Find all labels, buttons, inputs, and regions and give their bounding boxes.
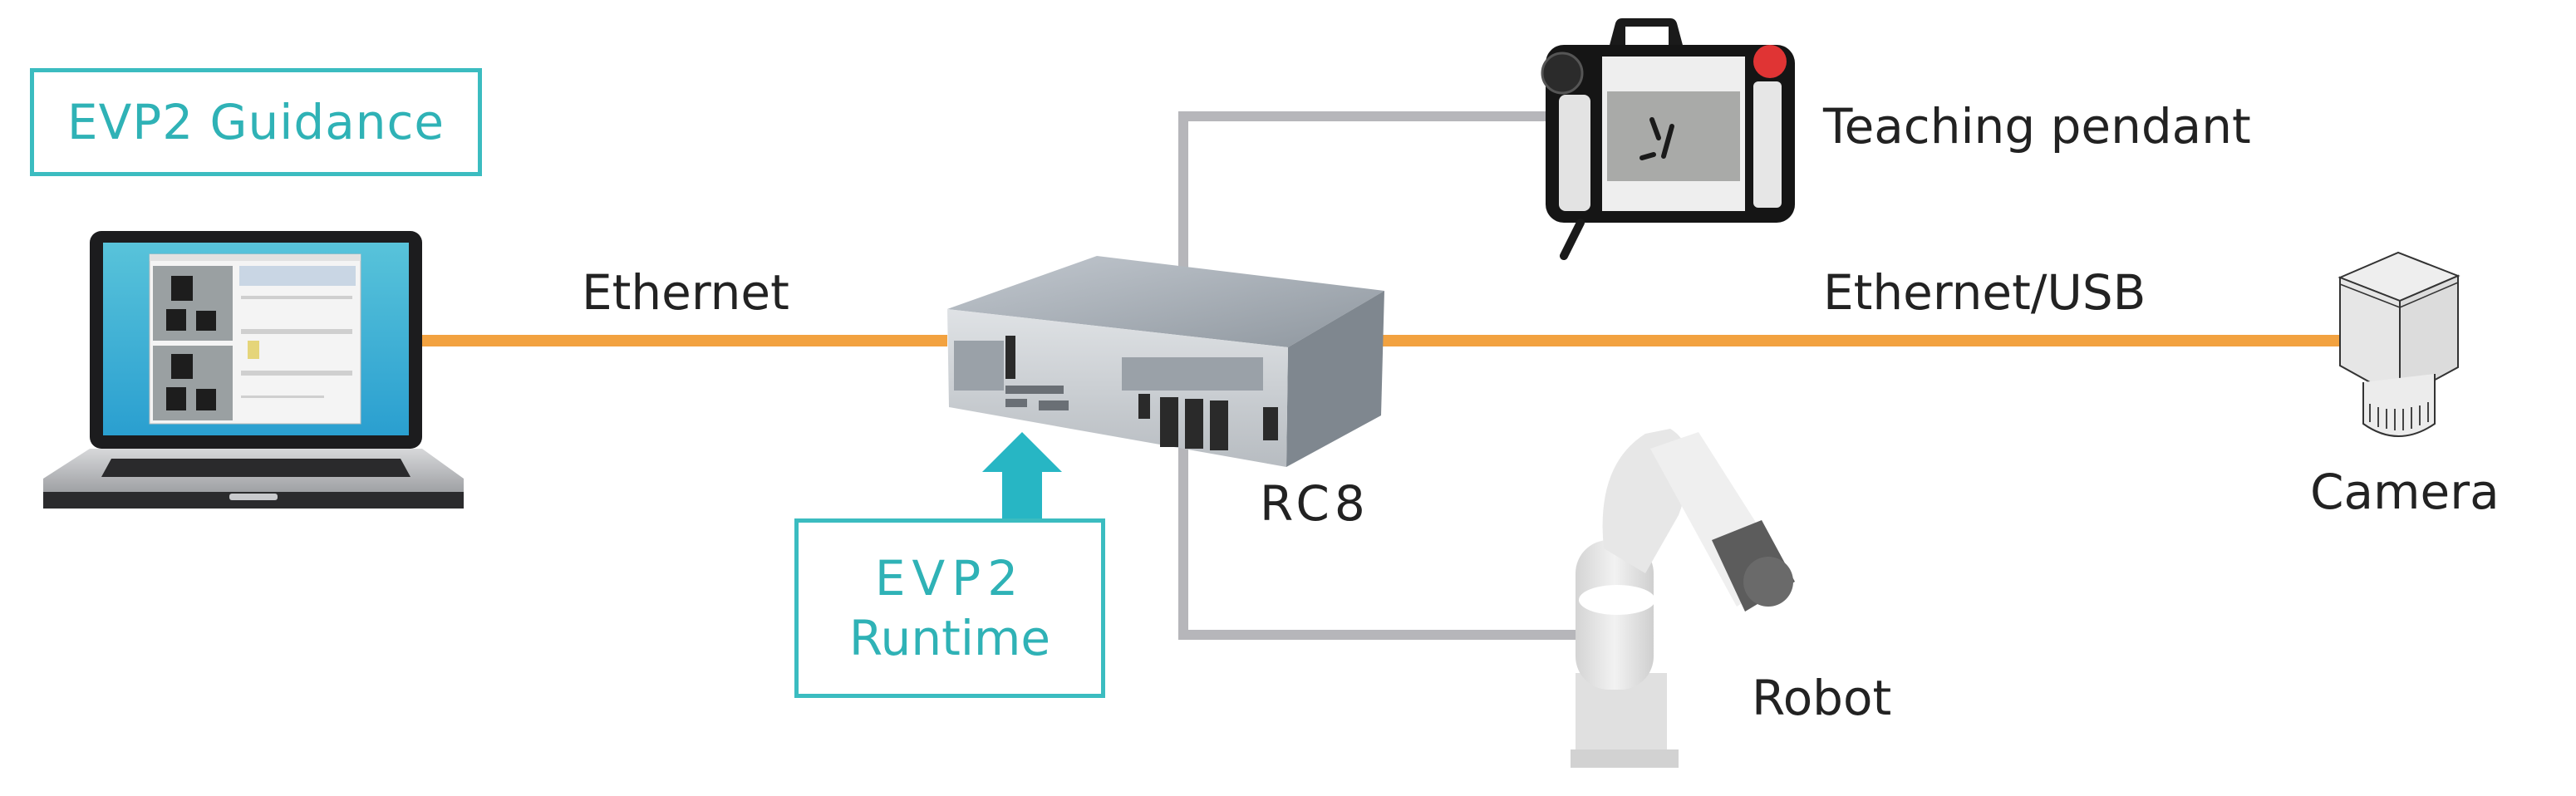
evp2-runtime-box: EVP2 Runtime [794, 518, 1105, 698]
teaching-pendant-label: Teaching pendant [1823, 98, 2251, 155]
robot-controller-icon [947, 256, 1384, 467]
robot-label: Robot [1752, 670, 1892, 726]
camera-icon [2338, 251, 2460, 437]
laptop-icon [43, 231, 464, 509]
cable-controller-robot-horizontal [1178, 630, 1577, 640]
robot-arm-icon [1571, 429, 1795, 768]
camera-label: Camera [2310, 464, 2500, 520]
evp2-guidance-label: EVP2 Guidance [66, 94, 445, 150]
ethernet-line-pc-controller [415, 335, 947, 346]
ethernet-usb-label: Ethernet/USB [1823, 264, 2146, 321]
evp2-runtime-label-line2: Runtime [848, 610, 1051, 666]
cable-controller-pendant-vertical [1178, 111, 1188, 278]
up-arrow-icon [982, 432, 1062, 523]
teaching-pendant-icon [1541, 18, 1795, 260]
evp2-runtime-label-line1: EVP2 [874, 550, 1025, 607]
cable-controller-robot-vertical [1178, 432, 1188, 640]
cable-controller-pendant-horizontal [1178, 111, 1561, 121]
evp2-guidance-box: EVP2 Guidance [30, 68, 482, 176]
rc8-label: RC8 [1260, 475, 1370, 532]
ethernet-label: Ethernet [582, 264, 789, 321]
ethernet-usb-line-controller-camera [1379, 335, 2368, 346]
